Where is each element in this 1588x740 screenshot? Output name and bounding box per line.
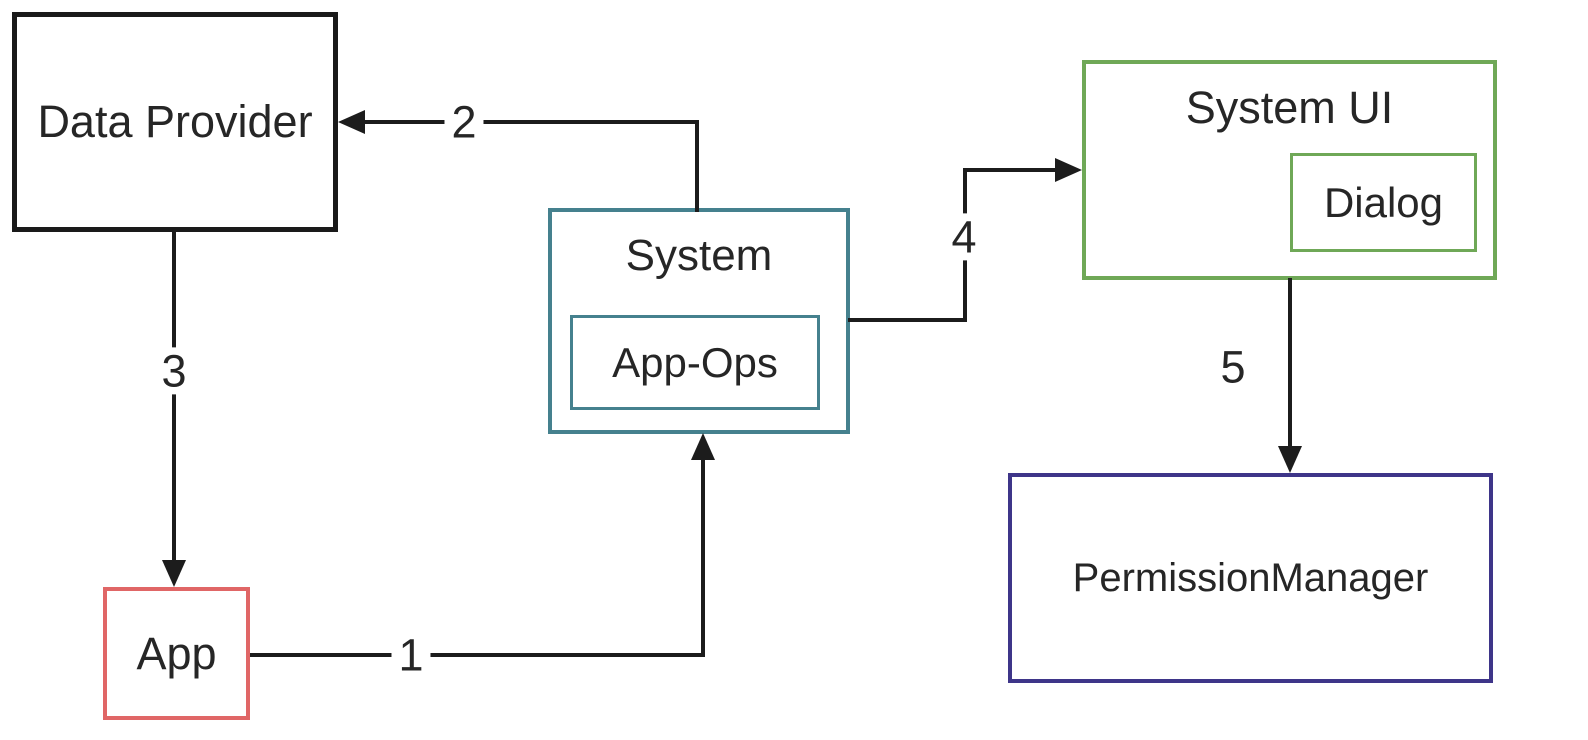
edge-3-label: 3 (154, 347, 194, 395)
edge-5-segment-vertical (1288, 278, 1292, 448)
edge-1-label: 1 (391, 631, 431, 679)
node-dialog-label: Dialog (1323, 178, 1444, 226)
node-dialog: Dialog (1290, 153, 1477, 252)
edge-3-arrowhead-down-icon (162, 560, 186, 587)
edge-2-segment-horizontal (360, 120, 699, 124)
edge-5-label: 5 (1220, 341, 1246, 393)
edge-1-segment-horizontal (250, 653, 705, 657)
node-data-provider-label: Data Provider (37, 96, 313, 147)
node-app-ops-label: App-Ops (612, 338, 778, 386)
edge-2-label: 2 (444, 98, 484, 146)
edge-2-segment-vertical (695, 120, 699, 212)
node-permission-manager-label: PermissionManager (1072, 555, 1429, 600)
edge-4-label: 4 (944, 213, 984, 261)
edge-5-arrowhead-down-icon (1278, 446, 1302, 473)
node-system-ui-label: System UI (1185, 82, 1394, 133)
node-app: App (103, 587, 250, 720)
node-system: System App-Ops (548, 208, 850, 434)
edge-1-arrowhead-up-icon (691, 433, 715, 460)
node-permission-manager: PermissionManager (1008, 473, 1493, 683)
node-app-ops: App-Ops (570, 315, 820, 410)
node-data-provider: Data Provider (12, 12, 338, 232)
edge-4-arrowhead-right-icon (1055, 158, 1082, 182)
edge-3-segment-vertical (172, 230, 176, 562)
node-app-label: App (136, 627, 217, 679)
edge-1-segment-vertical (701, 458, 705, 657)
edge-4-segment-horizontal-upper (963, 168, 1057, 172)
node-system-label: System (625, 231, 773, 280)
edge-4-segment-horizontal-lower (848, 318, 967, 322)
edge-2-arrowhead-left-icon (338, 110, 365, 134)
node-system-ui: System UI Dialog (1082, 60, 1497, 280)
